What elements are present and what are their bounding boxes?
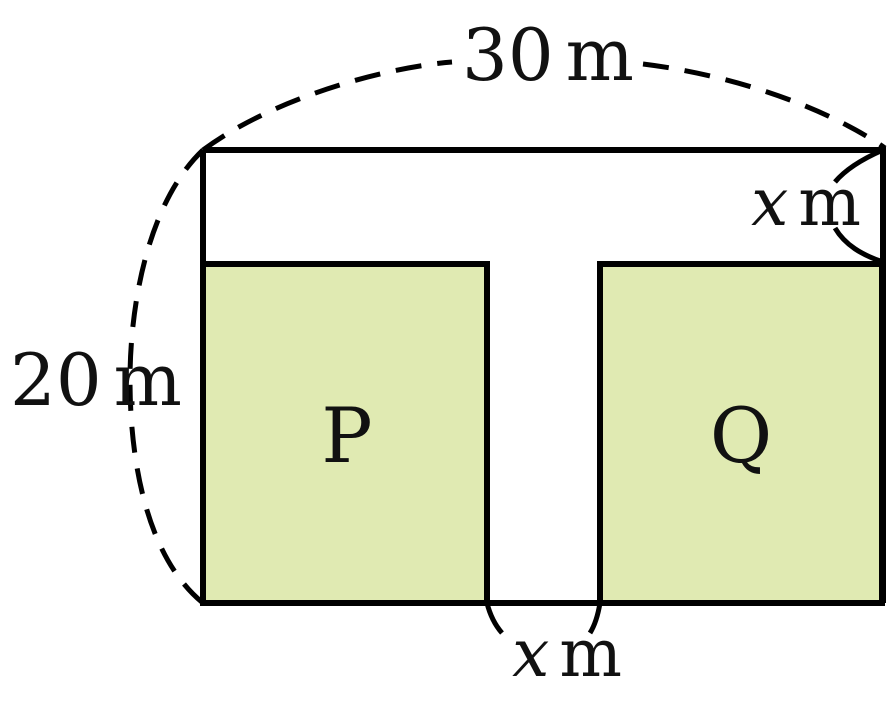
bottom-path-unit: m — [559, 615, 622, 692]
left-height-unit: m — [114, 338, 182, 422]
right-path-unit: m — [798, 164, 861, 241]
right-x-arc — [832, 147, 884, 265]
top-width-unit: m — [566, 13, 634, 97]
bottom-path-var: x — [512, 615, 549, 692]
top-width-value: 30 — [462, 13, 554, 97]
left-height-value: 20 — [10, 338, 102, 422]
plot-p-label: P — [321, 391, 372, 480]
right-path-var: x — [751, 164, 788, 241]
top-dimension-arc — [201, 59, 887, 153]
bottom-x-arc — [484, 602, 603, 635]
plot-p — [200, 261, 490, 606]
plot-q — [597, 261, 885, 606]
plot-q-label: Q — [710, 391, 772, 480]
left-dimension-arc — [127, 148, 205, 605]
